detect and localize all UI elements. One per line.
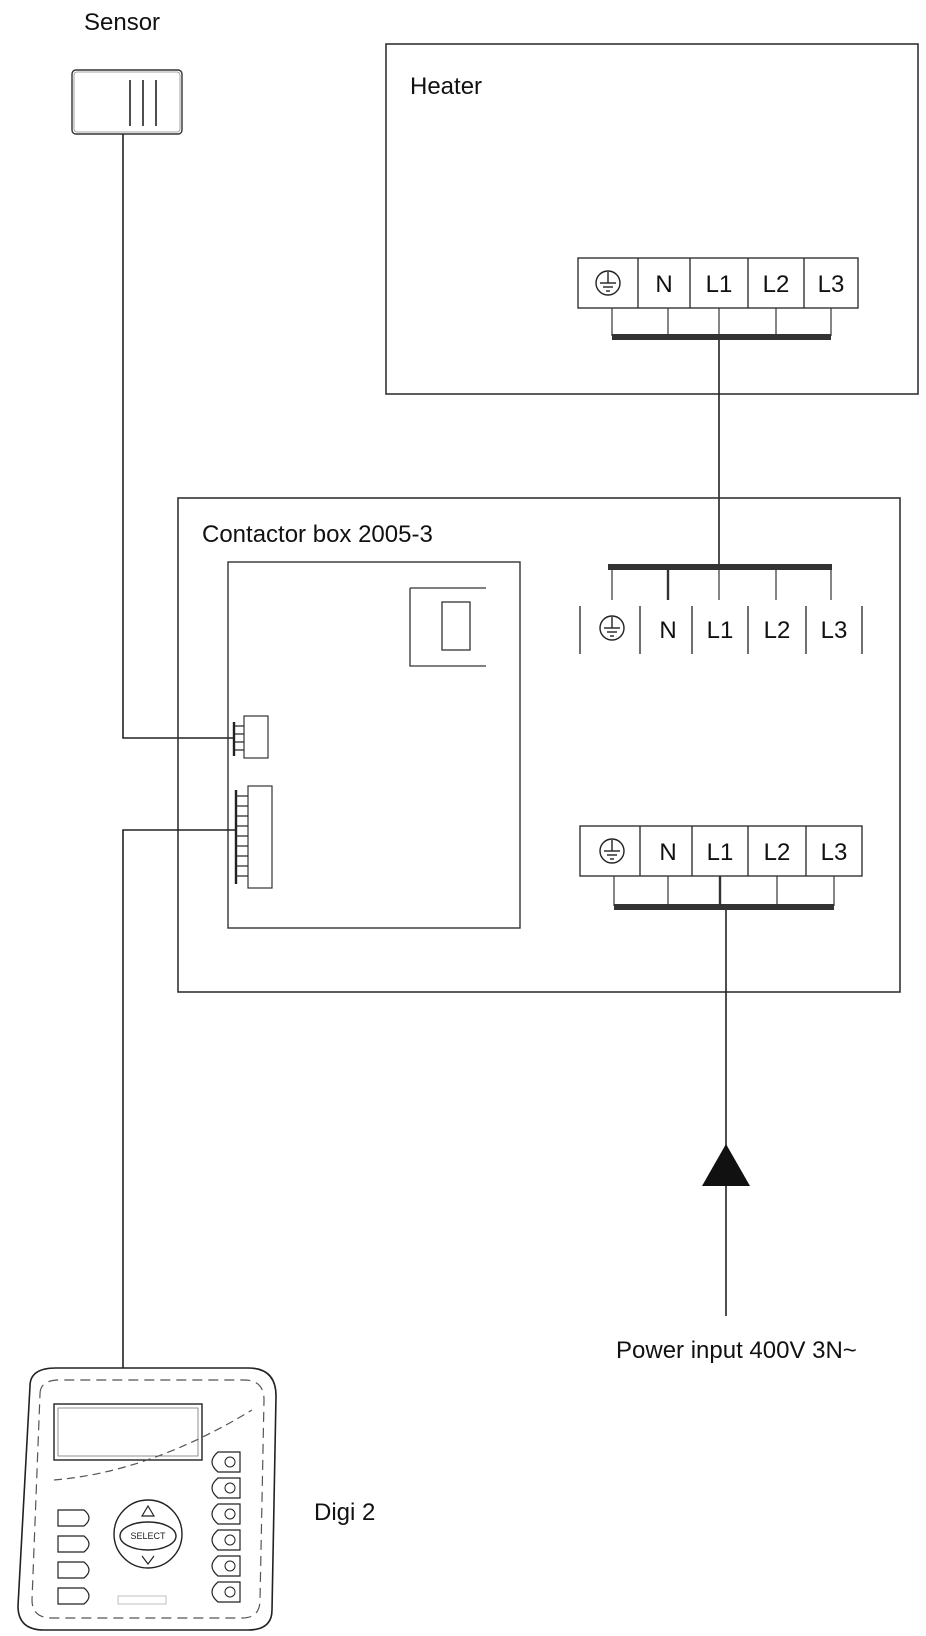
contactor-lower-terminal-l1: L1 <box>707 839 734 866</box>
svg-text:SELECT: SELECT <box>130 1531 166 1541</box>
contactor-lower-terminal-n: N <box>659 839 676 866</box>
panel-right-keys <box>211 1451 241 1603</box>
contactor-box-label: Contactor box 2005-3 <box>202 521 433 548</box>
contactor-upper-terminal-l3: L3 <box>821 617 848 644</box>
heater-terminal-l3: L3 <box>818 271 845 298</box>
contactor-lower-terminal-block: N L1 L2 L3 <box>579 825 863 910</box>
contactor-lower-terminal-l2: L2 <box>764 839 791 866</box>
heater-terminal-block: N L1 L2 L3 <box>577 257 859 340</box>
earth-ground-icon <box>595 270 621 296</box>
sensor-cable <box>122 134 233 739</box>
contactor-upper-terminal-l1: L1 <box>707 617 734 644</box>
heater-box <box>385 43 919 395</box>
power-input-label: Power input 400V 3N~ <box>616 1337 857 1364</box>
panel-connector <box>234 785 273 889</box>
contactor-box <box>177 497 901 993</box>
sensor-connector <box>232 715 269 759</box>
contactor-upper-terminal-l2: L2 <box>764 617 791 644</box>
sensor-unit <box>71 69 183 135</box>
power-arrow-icon <box>702 1144 750 1186</box>
control-board <box>227 561 521 929</box>
earth-ground-icon <box>599 838 625 864</box>
earth-ground-icon <box>599 615 625 641</box>
digi-control-panel: SELECT <box>17 1367 277 1631</box>
heater-label: Heater <box>410 73 482 100</box>
contactor-lower-terminal-l3: L3 <box>821 839 848 866</box>
contactor-upper-terminal-n: N <box>659 617 676 644</box>
heater-terminal-l1: L1 <box>706 271 733 298</box>
heater-terminal-n: N <box>655 271 672 298</box>
panel-cable <box>122 829 236 1388</box>
digi-label: Digi 2 <box>314 1499 375 1526</box>
panel-left-keys <box>57 1509 90 1605</box>
contactor-upper-terminals: N L1 L2 L3 <box>579 564 863 654</box>
heater-terminal-l2: L2 <box>763 271 790 298</box>
sensor-label: Sensor <box>84 9 160 36</box>
